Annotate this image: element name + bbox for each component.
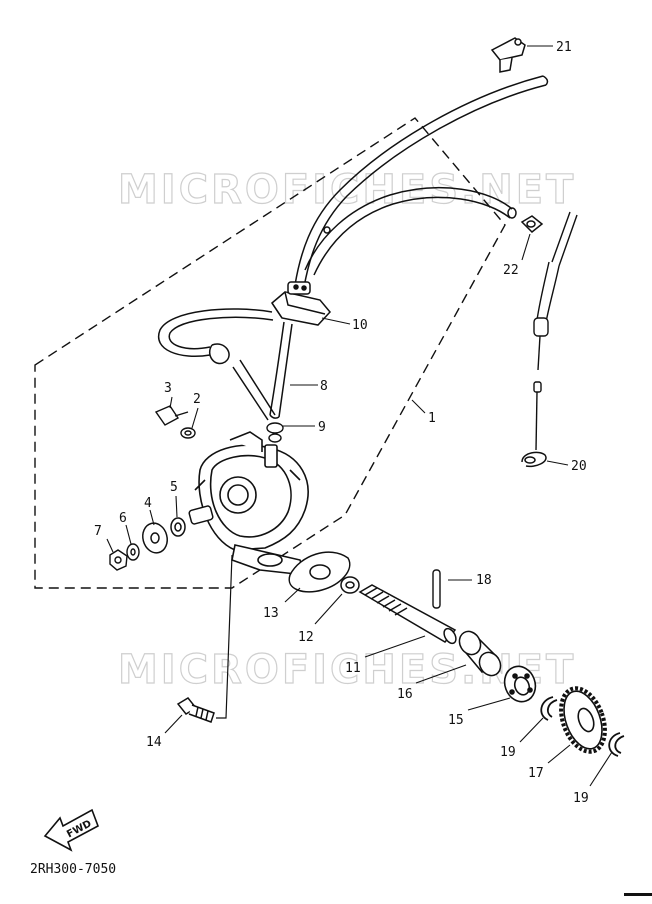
pin-18 [432,569,441,609]
hose-clip-9 [266,422,284,443]
hose-holder-21 [490,37,526,73]
callout-6: 6 [119,511,127,526]
plate-washer-4 [142,522,168,554]
callout-20: 20 [571,459,587,474]
bolt-14 [176,697,215,723]
pump-cable [533,211,578,451]
callout-19a: 19 [500,745,516,760]
bolt-3 [154,405,189,426]
callout-1: 1 [428,411,436,426]
forward-arrow-icon [43,808,99,852]
washer-6 [126,543,140,561]
clamp-22 [520,215,544,234]
callout-7: 7 [94,524,102,539]
callout-18: 18 [476,573,492,588]
callout-4: 4 [144,496,152,511]
callout-10: 10 [352,318,368,333]
circlip-19a [540,696,558,721]
collar-16 [458,630,502,677]
watermark-top: MICROFICHES.NET [118,167,576,213]
drawing-code: 2RH300-7050 [30,862,116,877]
gasket-13 [288,551,351,593]
circlip-19b [608,732,625,757]
delivery-hose-upper [294,75,549,288]
assembly-outline [34,117,506,589]
callout-22: 22 [503,263,519,278]
cable-clip-20 [521,451,547,468]
drive-gear-17 [559,686,607,754]
hose-joint [271,281,331,326]
callout-15: 15 [448,713,464,728]
callout-2: 2 [193,392,201,407]
bearing-15 [503,665,537,703]
oil-hose-loop [157,308,276,421]
drive-shaft-11 [358,584,457,645]
callout-14: 14 [146,735,162,750]
washer-12 [340,576,360,594]
leader-lines [106,45,613,787]
callout-3: 3 [164,381,172,396]
pump-shaft-stub [188,505,214,525]
callout-13: 13 [263,606,279,621]
callout-12: 12 [298,630,314,645]
callout-16: 16 [397,687,413,702]
oil-pump-body [194,431,309,576]
callout-21: 21 [556,40,572,55]
bolt-14-guide [216,554,233,719]
callout-9: 9 [318,420,326,435]
delivery-hose-lower [304,186,517,276]
nut-7 [109,549,128,571]
washer-2 [180,427,196,439]
callout-19b: 19 [573,791,589,806]
callout-11: 11 [345,661,361,676]
callout-5: 5 [170,480,178,495]
callout-17: 17 [528,766,544,781]
oil-seal-5 [170,517,186,537]
corner-mark [624,893,652,896]
callout-8: 8 [320,379,328,394]
oil-hose [269,321,293,419]
